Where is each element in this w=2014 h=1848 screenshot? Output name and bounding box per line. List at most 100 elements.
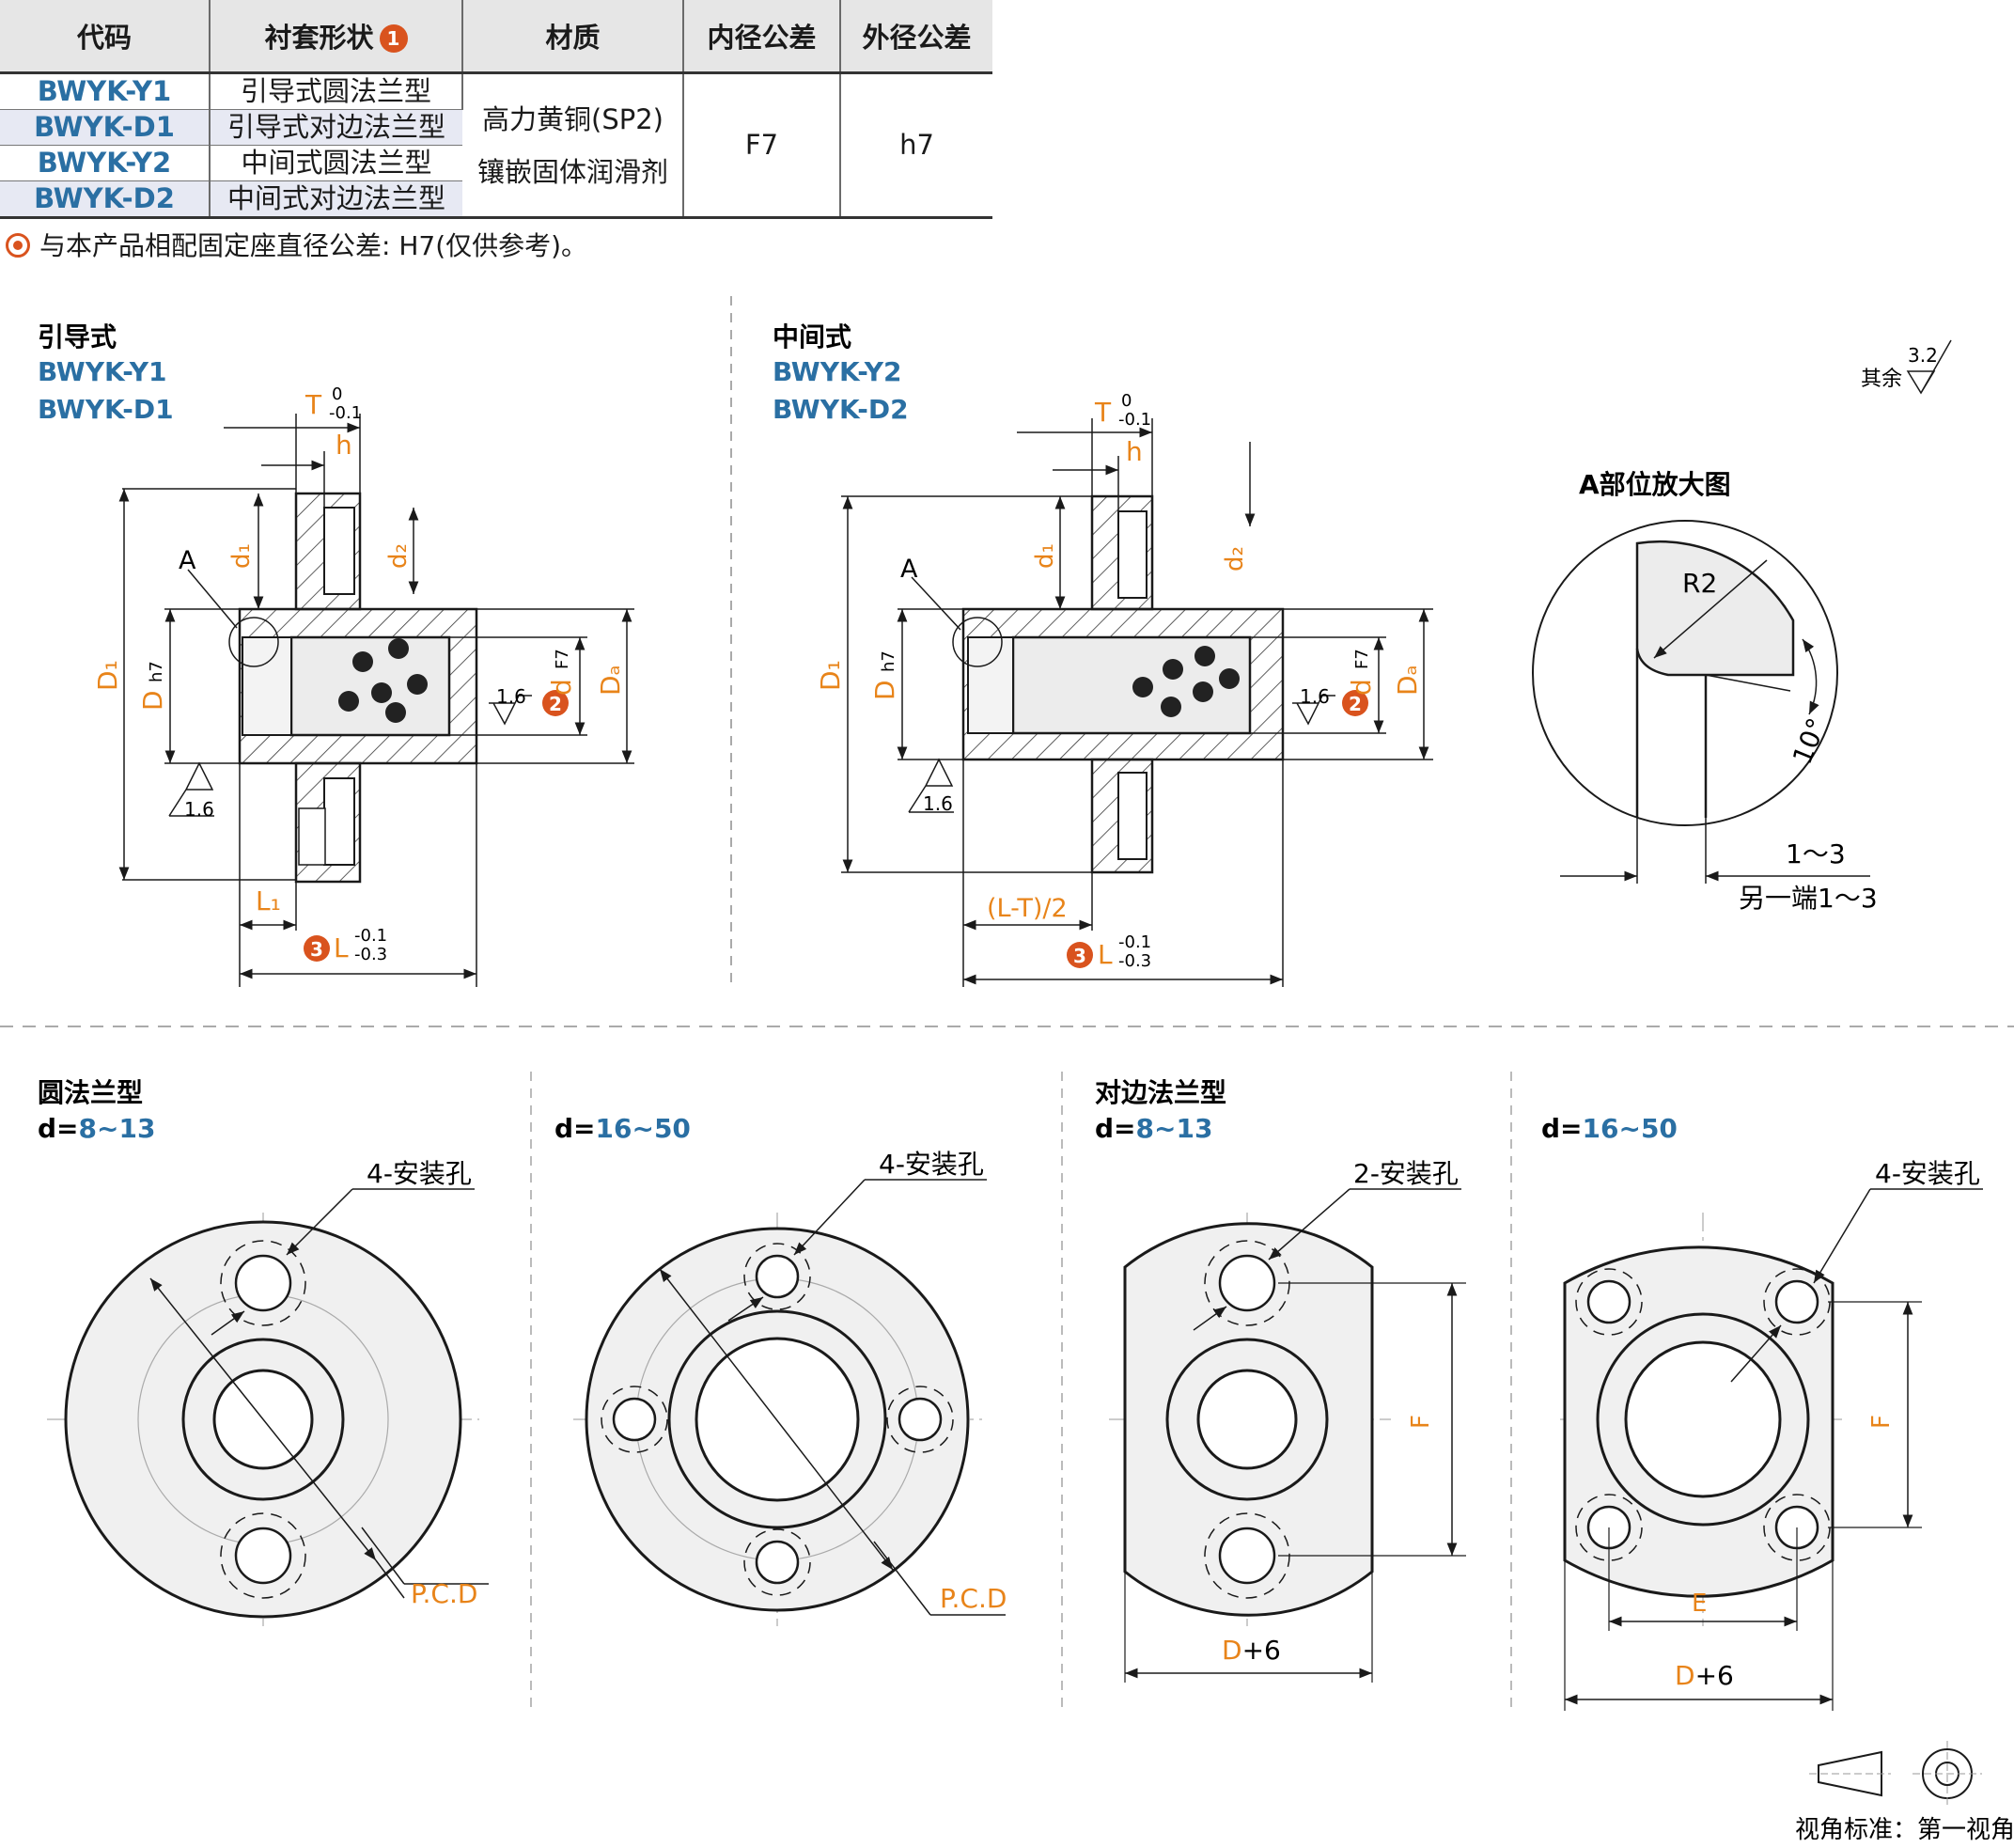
dim-d-inner-tol: F7	[1352, 649, 1372, 669]
projection-cone-icon	[1818, 1750, 1882, 1797]
cell-code: BWYK-Y1	[0, 72, 211, 110]
dim-t-tol-upper: 0	[1121, 391, 1132, 411]
label-a: A	[179, 546, 196, 575]
roughness-value: 1.6	[923, 792, 953, 815]
flat-flange-small: 对边法兰型 d=8~13 2-安装孔 F D+6	[1095, 1077, 1466, 1683]
fit-note: 与本产品相配固定座直径公差: H7(仅供参考)。	[6, 226, 587, 263]
detail-lead-profile	[1635, 540, 1795, 677]
round-small-d: d=8~13	[38, 1113, 155, 1144]
dim-d6: D+6	[1222, 1635, 1281, 1666]
bore-hole	[1624, 1340, 1782, 1498]
dim-da: Dₐ	[595, 665, 626, 696]
cell-code: BWYK-Y2	[0, 145, 211, 181]
bore-hole	[1196, 1369, 1298, 1470]
detail-angle: 10°	[1787, 713, 1833, 768]
round-large-d: d=16~50	[554, 1113, 691, 1144]
cell-shape: 引导式对边法兰型	[210, 109, 462, 146]
dim-d6-d: D	[1675, 1660, 1695, 1691]
roughness-symbol	[1292, 695, 1335, 726]
holes-label: 4-安装孔	[367, 1158, 472, 1189]
range-small: 8~13	[1136, 1113, 1213, 1144]
d-prefix: d=	[1541, 1113, 1583, 1144]
mid-title: 中间式	[773, 321, 851, 352]
intermediate-section-view: 中间式 BWYK-Y2 BWYK-D2 A	[773, 321, 1433, 987]
projection-label: 视角标准：第一视角	[1795, 1816, 2014, 1844]
detail-a-marker	[228, 617, 279, 667]
d-prefix: d=	[554, 1113, 596, 1144]
bushing-bore	[1011, 635, 1252, 735]
roughness-value: 1.6	[184, 798, 214, 821]
cell-shape: 中间式对边法兰型	[210, 180, 462, 219]
dim-l-tol-lower: -0.3	[354, 945, 387, 964]
cell-code: BWYK-D1	[0, 109, 211, 146]
guided-code-2: BWYK-D1	[38, 394, 174, 425]
material-line2: 镶嵌固体润滑剂	[476, 155, 668, 188]
hub-outline	[1165, 1338, 1329, 1501]
dim-t: T	[1094, 397, 1112, 428]
dim-l-minus-t: (L-T)/2	[987, 894, 1068, 923]
dim-l: L	[1098, 939, 1113, 970]
dim-l1: L₁	[256, 885, 281, 916]
holes-label: 2-安装孔	[1353, 1158, 1459, 1189]
fit-note-text: 与本产品相配固定座直径公差: H7(仅供参考)。	[39, 230, 588, 261]
guided-code-1: BWYK-Y1	[38, 356, 167, 387]
dim-l: L	[334, 932, 349, 963]
roughness-value: 1.6	[496, 685, 526, 708]
dim-d1-flange: d₁	[227, 543, 256, 569]
dim-h: h	[336, 430, 352, 461]
rest-roughness-label: 其余	[1861, 368, 1902, 391]
material-line1: 高力黄铜(SP2)	[482, 102, 664, 135]
detail-other-end: 另一端1～3	[1739, 883, 1878, 914]
badge-2-label: 2	[549, 693, 562, 715]
dim-f: F	[1407, 1415, 1435, 1429]
cell-shape: 中间式圆法兰型	[210, 145, 462, 181]
table-row: BWYK-D2 中间式对边法兰型	[0, 180, 992, 219]
header-material: 材质	[462, 0, 684, 74]
round-title: 圆法兰型	[38, 1077, 143, 1108]
badge-2-icon	[542, 690, 569, 716]
guided-section-view: 引导式 BWYK-Y1 BWYK-D1 A	[38, 321, 634, 987]
dim-d-inner: d	[546, 679, 577, 696]
dim-t-tol-lower: -0.1	[329, 403, 362, 423]
header-outer-tol: 外径公差	[840, 0, 992, 74]
dim-d1-outer: D₁	[92, 660, 123, 691]
round-flange-large: d=16~50 P.C.D 4-安装孔	[554, 1113, 1007, 1626]
pcd-label: P.C.D	[411, 1578, 477, 1609]
label-a: A	[900, 555, 918, 584]
holes-label: 4-安装孔	[1875, 1158, 1980, 1189]
flange-hole	[1117, 772, 1148, 860]
flange-hole-counterbore	[298, 807, 326, 866]
dim-d6-rest: +6	[1242, 1635, 1281, 1666]
rest-roughness-value: 3.2	[1908, 344, 1938, 367]
separators	[0, 296, 2014, 1711]
bullet-icon	[6, 233, 30, 258]
mount-hole	[234, 1527, 292, 1585]
lubricant-plugs	[1132, 646, 1240, 717]
dim-h: h	[1126, 436, 1143, 467]
cell-outer-tol: h7	[840, 72, 992, 219]
header-shape-label: 衬套形状	[264, 22, 374, 54]
flat-small-d: d=8~13	[1095, 1113, 1212, 1144]
cell-shape: 引导式圆法兰型	[210, 72, 463, 110]
mount-hole	[1218, 1527, 1276, 1585]
mount-hole	[234, 1254, 292, 1312]
detail-range: 1～3	[1786, 838, 1846, 869]
lubricant-plugs	[338, 638, 428, 723]
roughness-symbol	[168, 761, 214, 817]
dim-da: Dₐ	[1392, 665, 1423, 696]
dim-d6-d: D	[1222, 1635, 1242, 1666]
flange-hole	[1117, 510, 1148, 599]
dim-d6: D+6	[1675, 1660, 1734, 1691]
cell-inner-tol: F7	[683, 72, 841, 219]
dim-e: E	[1692, 1590, 1707, 1618]
badge-1-icon: 1	[379, 24, 408, 53]
holes-label: 4-安装孔	[879, 1149, 984, 1180]
detail-title: A部位放大图	[1579, 469, 1731, 500]
badge-3-icon	[304, 935, 330, 962]
dim-d1-outer: D₁	[815, 660, 846, 691]
flat-title: 对边法兰型	[1095, 1077, 1226, 1108]
roughness-symbol	[908, 758, 954, 813]
dim-d-tol: h7	[879, 650, 898, 672]
